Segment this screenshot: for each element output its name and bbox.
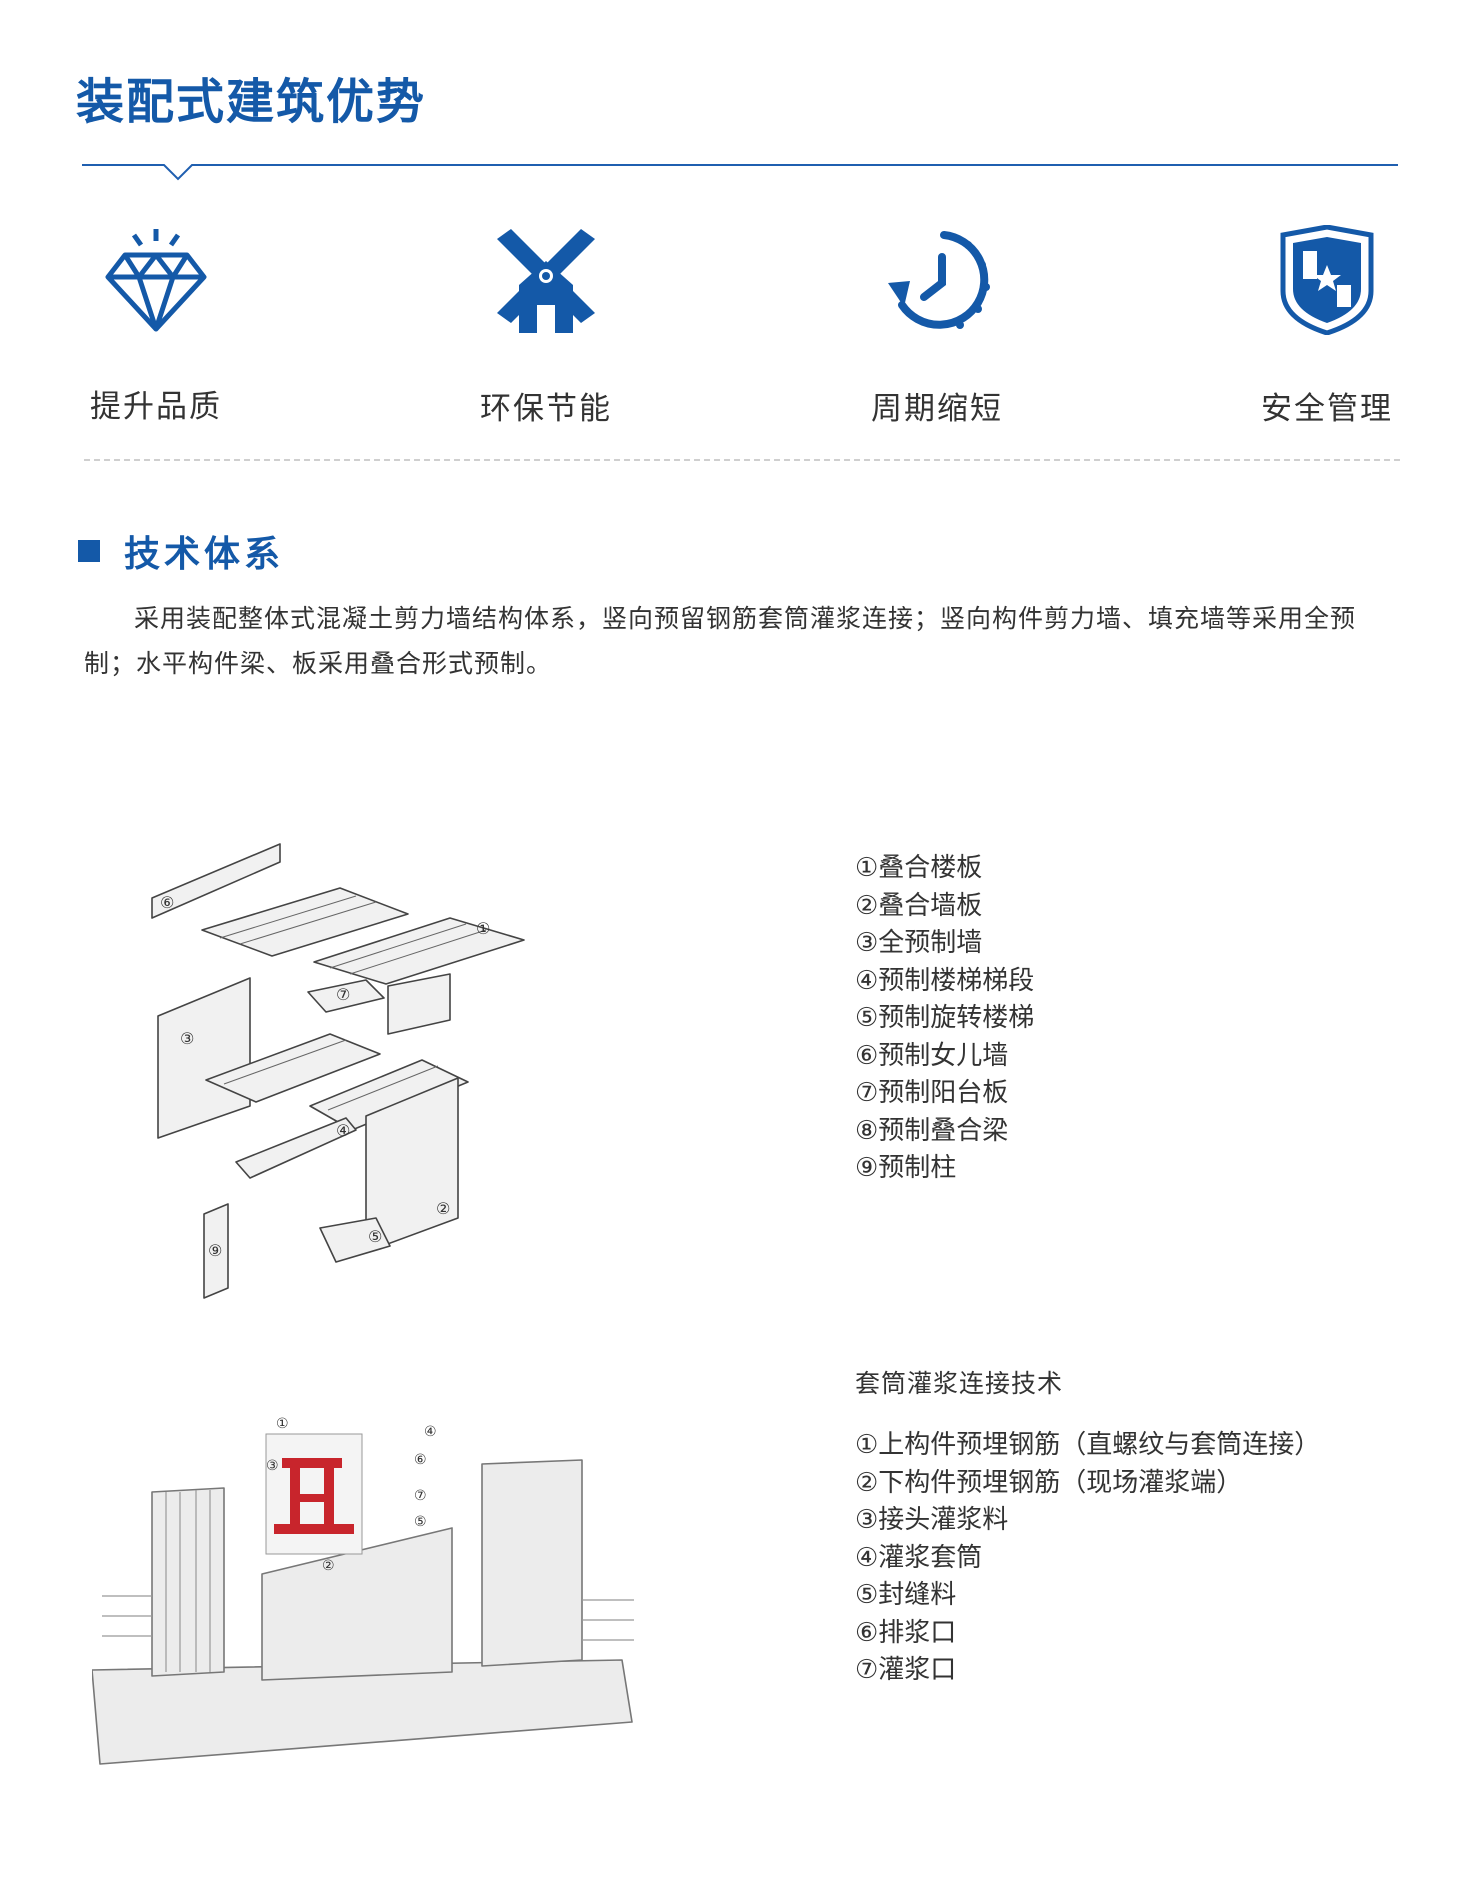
- list-item: ⑨预制柱: [855, 1153, 957, 1183]
- heading-square-icon: [78, 540, 100, 562]
- section-title: 技术体系: [124, 534, 285, 575]
- shield-star-icon: [1280, 225, 1374, 335]
- feature-quality: 提升品质: [56, 225, 256, 426]
- clock-cycle-icon: [888, 231, 990, 329]
- page-title: 装配式建筑优势: [76, 74, 427, 130]
- list-item: ⑦预制阳台板: [855, 1078, 1009, 1108]
- list-item: ⑦灌浆口: [855, 1655, 957, 1685]
- list-item: ⑤预制旋转楼梯: [855, 1003, 1035, 1033]
- feature-label: 周期缩短: [871, 391, 1003, 427]
- list-item: ④灌浆套筒: [855, 1542, 983, 1573]
- diagram-marks: ⑥ ① ③ ⑦ ④ ② ⑨ ⑤: [160, 893, 490, 1260]
- components-list: ①叠合楼板 ②叠合墙板 ③全预制墙 ④预制楼梯梯段 ⑤预制旋转楼梯 ⑥预制女儿墙…: [855, 850, 1034, 1188]
- mark-2: ②: [322, 1558, 335, 1574]
- feature-safety: 安全管理: [1227, 225, 1427, 428]
- sleeve-diagram-marks: ① ② ③ ④ ⑤ ⑥ ⑦: [266, 1416, 437, 1574]
- sleeve-title: 套筒灌浆连接技术: [855, 1369, 1064, 1398]
- feature-label: 环保节能: [480, 391, 612, 427]
- list-item: ③全预制墙: [855, 928, 983, 958]
- list-item: ⑤封缝料: [855, 1580, 957, 1610]
- mark-wall: ③: [180, 1029, 194, 1048]
- feature-eco: 环保节能: [446, 225, 646, 428]
- section-paragraph: 采用装配整体式混凝土剪力墙结构体系，竖向预留钢筋套筒灌浆连接；竖向构件剪力墙、填…: [84, 604, 1357, 678]
- list-item: ②下构件预埋钢筋（现场灌浆端）: [855, 1467, 1243, 1498]
- mark-spiral: ⑤: [368, 1227, 382, 1246]
- mark-column: ⑨: [208, 1241, 222, 1260]
- list-item: ①叠合楼板: [855, 853, 983, 883]
- mark-5: ⑤: [414, 1514, 427, 1530]
- mark-wallboard: ②: [436, 1199, 450, 1218]
- mark-1: ①: [276, 1416, 289, 1432]
- list-item: ②叠合墙板: [855, 890, 983, 921]
- dashed-divider: [84, 459, 1400, 461]
- list-item: ⑥排浆口: [855, 1617, 957, 1648]
- feature-label: 安全管理: [1261, 391, 1393, 427]
- mark-stair: ④: [336, 1121, 350, 1140]
- mark-parapet: ⑥: [160, 893, 174, 912]
- section-heading: 技术体系: [78, 525, 284, 577]
- sleeve-list: ①上构件预埋钢筋（直螺纹与套筒连接） ②下构件预埋钢筋（现场灌浆端） ③接头灌浆…: [855, 1427, 1320, 1690]
- sleeve-grouting-diagram: ① ② ③ ④ ⑤ ⑥ ⑦: [92, 1416, 634, 1765]
- list-item: ①上构件预埋钢筋（直螺纹与套筒连接）: [855, 1430, 1321, 1460]
- mark-slab: ①: [476, 919, 490, 938]
- list-item: ③接头灌浆料: [855, 1505, 1009, 1535]
- title-divider: [82, 164, 1398, 181]
- diamond-icon: [105, 229, 207, 332]
- mark-7: ⑦: [414, 1488, 427, 1504]
- feature-label: 提升品质: [90, 389, 222, 425]
- mark-4: ④: [424, 1424, 437, 1440]
- mark-balcony: ⑦: [336, 985, 350, 1004]
- list-item: ④预制楼梯梯段: [855, 965, 1035, 996]
- windmill-icon: [497, 229, 595, 333]
- list-item: ⑥预制女儿墙: [855, 1040, 1009, 1071]
- feature-cycle: 周期缩短: [837, 225, 1037, 428]
- list-item: ⑧预制叠合梁: [855, 1115, 1009, 1146]
- mark-6: ⑥: [414, 1452, 427, 1468]
- mark-3: ③: [266, 1458, 279, 1474]
- prefab-components-diagram: ⑥ ① ③ ⑦ ④ ② ⑨ ⑤: [151, 843, 525, 1299]
